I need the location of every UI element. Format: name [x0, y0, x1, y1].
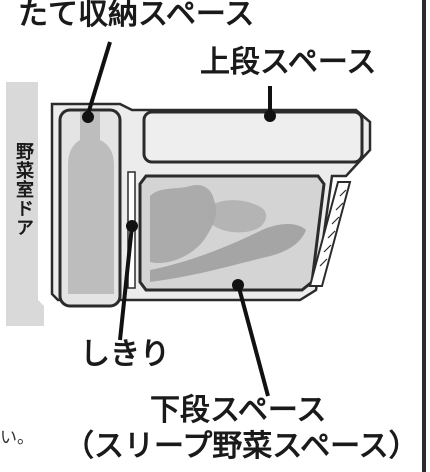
label-upper-space: 上段スペース — [200, 45, 377, 80]
slide-rail-hatch — [319, 258, 328, 267]
label-divider: しきり — [80, 337, 170, 372]
label-lower-space: 下段スペース — [150, 393, 327, 428]
label-sleep-vegetable-space: （スリープ野菜スペース） — [64, 429, 419, 464]
slide-rail — [308, 181, 352, 287]
leader-dot-lower — [232, 279, 244, 291]
text-fragment: い。 — [0, 428, 34, 448]
slide-rail-hatch — [331, 216, 340, 225]
vegetable-silhouette-right — [150, 224, 306, 282]
leader-dot-upper — [264, 110, 276, 122]
leader-line-vertical-storage — [86, 41, 112, 115]
slide-rail-hatch — [339, 189, 347, 197]
vegetable-silhouette-left — [150, 184, 217, 264]
label-vegetable-door: 野菜室ドア — [13, 142, 34, 237]
bottle-silhouette — [68, 112, 114, 294]
vegetable-door-panel — [6, 82, 44, 326]
upper-space-bin — [142, 110, 364, 164]
leader-line-lower — [236, 283, 270, 397]
slide-rail-hatch — [323, 244, 332, 253]
slide-rail-hatch — [327, 230, 336, 239]
leader-line-divider — [118, 225, 134, 341]
vegetable-silhouette-bulb — [208, 200, 267, 233]
leader-dot-divider — [126, 220, 138, 232]
label-vertical-storage: たて収納スペース — [18, 0, 255, 32]
leader-dot-vertical-storage — [82, 111, 94, 123]
slide-rail-hatch — [335, 202, 344, 211]
